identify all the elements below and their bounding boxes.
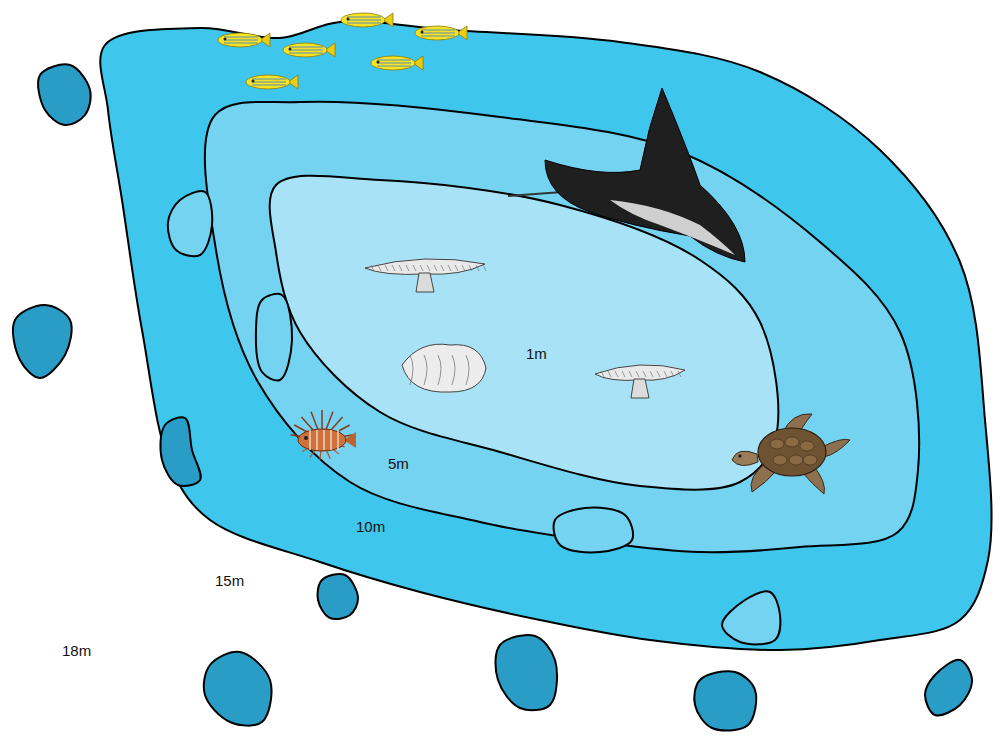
yellow-fish: [341, 13, 393, 27]
rock: [925, 660, 972, 716]
sand-patch: [722, 591, 780, 644]
sand-patch: [554, 508, 633, 553]
yellow-fish: [246, 75, 298, 89]
depth-zone-10m: [100, 21, 991, 650]
yellow-fish: [371, 56, 423, 70]
lionfish: [290, 410, 356, 460]
sea-turtle: [732, 414, 850, 494]
depth-label: 18m: [62, 643, 91, 660]
yellow-fish: [415, 26, 467, 40]
depth-label: 15m: [215, 573, 244, 590]
rock: [495, 635, 557, 710]
rock: [160, 417, 200, 486]
manta-ray: [508, 88, 745, 262]
coral: [365, 259, 486, 292]
rock: [204, 652, 272, 726]
coral: [595, 365, 685, 398]
depth-label: 10m: [356, 519, 385, 536]
rock: [38, 64, 91, 125]
sand-patch: [256, 294, 292, 381]
rock: [13, 305, 72, 378]
yellow-fish: [218, 33, 270, 47]
rock: [318, 574, 358, 619]
yellow-fish: [283, 43, 335, 57]
depth-label: 1m: [526, 346, 547, 363]
depth-label: 5m: [388, 456, 409, 473]
brain-coral: [402, 344, 486, 392]
sand-patch: [168, 191, 212, 256]
rock: [694, 671, 756, 730]
